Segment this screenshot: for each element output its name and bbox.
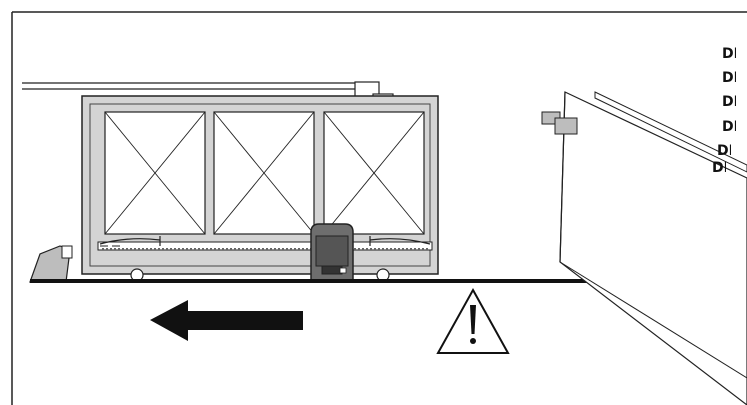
left-stopper xyxy=(29,245,73,283)
sliding-gate xyxy=(81,95,439,282)
gear-rack xyxy=(97,236,433,251)
gate-panel xyxy=(323,111,425,235)
arrow-left-icon xyxy=(150,300,303,341)
post-bracket xyxy=(541,111,578,135)
frame-border xyxy=(11,11,747,405)
warning-triangle-icon xyxy=(436,287,510,354)
gate-panel xyxy=(104,111,206,235)
gate-motor xyxy=(310,223,354,281)
gate-panel xyxy=(213,111,315,235)
receiving-post xyxy=(559,91,747,405)
guide-rail xyxy=(22,81,394,105)
